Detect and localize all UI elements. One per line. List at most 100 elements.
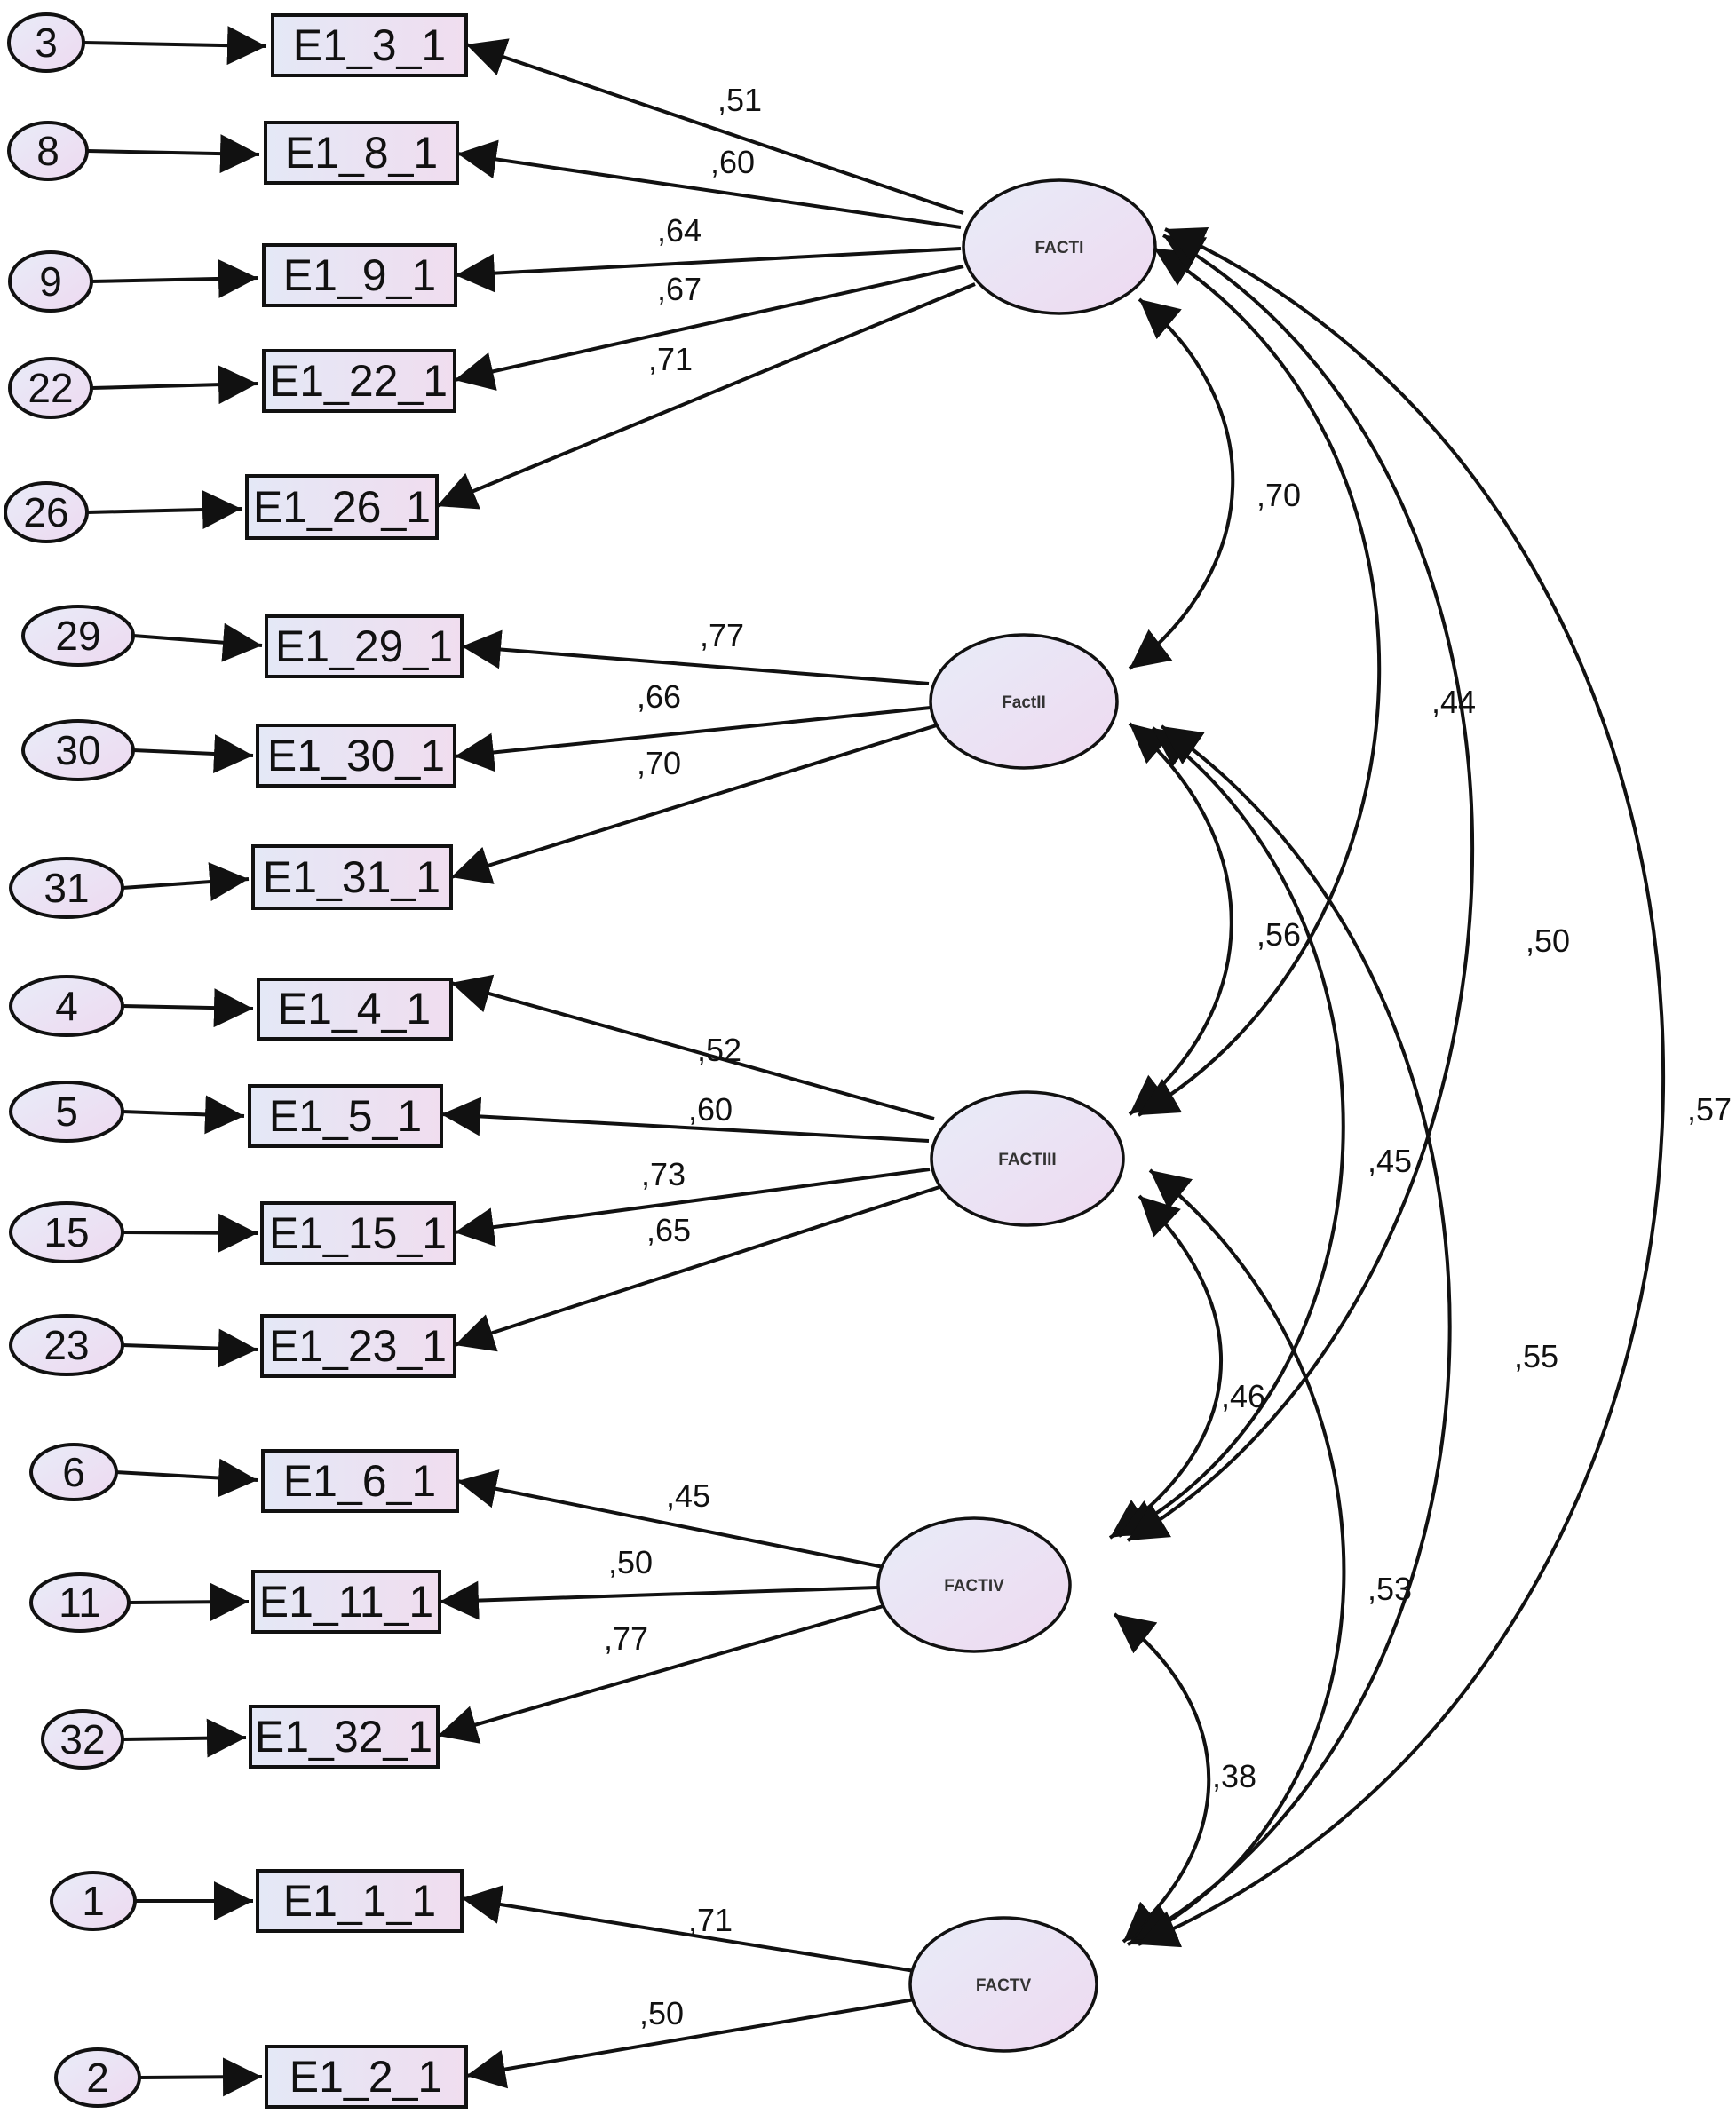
svg-text:4: 4 — [55, 983, 78, 1029]
svg-text:23: 23 — [44, 1322, 89, 1368]
error-term: 15 — [9, 1201, 124, 1263]
error-term: 6 — [29, 1443, 118, 1501]
indicator-box: E1_1_1 — [256, 1869, 464, 1933]
svg-text:8: 8 — [36, 128, 59, 174]
err-arrow — [83, 26, 267, 66]
svg-text:31: 31 — [44, 865, 89, 911]
load-arrow — [454, 265, 964, 391]
svg-text:22: 22 — [28, 365, 73, 411]
loading-value: ,60 — [688, 1091, 733, 1128]
err-arrow — [122, 1213, 258, 1253]
svg-text:E1_6_1: E1_6_1 — [283, 1456, 436, 1506]
load-arrow — [456, 139, 962, 229]
loading-value: ,50 — [639, 1995, 684, 2031]
error-term: 5 — [9, 1081, 124, 1143]
load-arrow — [465, 38, 964, 215]
err-arrow — [139, 2057, 263, 2097]
err-arrow — [86, 490, 242, 530]
error-term: 9 — [8, 250, 93, 313]
error-arrows — [83, 26, 267, 2097]
cov-4-5 — [1113, 1612, 1211, 1944]
error-term: 1 — [50, 1871, 137, 1931]
svg-text:E1_15_1: E1_15_1 — [269, 1208, 447, 1258]
factor-fact-iv: FACTIV — [876, 1516, 1072, 1653]
indicator-box: E1_11_1 — [251, 1570, 441, 1634]
err-arrow — [86, 134, 260, 174]
indicator-box: E1_3_1 — [271, 13, 468, 77]
covariance-paths — [1108, 227, 1666, 1948]
svg-text:9: 9 — [39, 258, 62, 305]
svg-text:15: 15 — [44, 1209, 89, 1255]
svg-text:E1_23_1: E1_23_1 — [269, 1321, 447, 1371]
loading-value: ,71 — [688, 1902, 733, 1938]
svg-text:E1_9_1: E1_9_1 — [283, 250, 436, 300]
error-term: 31 — [9, 857, 124, 919]
loading-value: ,64 — [657, 212, 702, 249]
load-arrow — [461, 1885, 916, 1973]
loading-value: ,45 — [666, 1477, 710, 1514]
loading-value: ,70 — [637, 745, 681, 781]
svg-text:E1_3_1: E1_3_1 — [293, 20, 446, 70]
load-arrow — [439, 1580, 878, 1620]
load-arrow — [437, 1603, 887, 1744]
load-arrow — [436, 282, 976, 510]
error-term: 30 — [21, 719, 135, 781]
cov-1-5 — [1138, 227, 1666, 1948]
cov-2-4 — [1118, 726, 1345, 1538]
svg-text:30: 30 — [55, 727, 100, 773]
load-arrow — [454, 1185, 940, 1352]
indicator-box: E1_32_1 — [249, 1705, 440, 1769]
err-arrow — [128, 1582, 250, 1622]
loading-arrows — [436, 38, 976, 2089]
indicator-box: E1_22_1 — [262, 349, 456, 413]
indicator-box: E1_30_1 — [256, 724, 456, 788]
err-arrow — [91, 365, 258, 405]
factor-fact-i: FACTI — [962, 178, 1157, 315]
svg-text:E1_32_1: E1_32_1 — [255, 1712, 432, 1762]
covariance-value: ,57 — [1687, 1091, 1732, 1128]
cov-3-5 — [1127, 1168, 1346, 1946]
loading-value: ,51 — [717, 82, 762, 118]
error-term: 22 — [8, 357, 93, 419]
svg-text:FACTV: FACTV — [976, 1976, 1032, 1995]
svg-text:32: 32 — [59, 1716, 105, 1762]
error-term: 29 — [21, 605, 135, 667]
load-arrow — [450, 723, 940, 884]
indicator-box: E1_23_1 — [260, 1314, 456, 1378]
indicator-box: E1_8_1 — [264, 121, 459, 185]
loading-labels: ,51 ,60 ,64 ,67 ,71 ,77 ,66 ,70 ,52 ,60 … — [604, 82, 762, 2031]
covariance-value: ,53 — [1367, 1571, 1412, 1607]
error-term: 23 — [9, 1314, 124, 1376]
cov-1-3 — [1137, 247, 1382, 1117]
loading-value: ,60 — [710, 144, 755, 180]
indicator-box: E1_4_1 — [257, 978, 453, 1041]
svg-text:E1_29_1: E1_29_1 — [275, 622, 453, 671]
indicator-box: E1_29_1 — [265, 614, 464, 678]
svg-text:29: 29 — [55, 613, 100, 659]
err-arrow — [91, 258, 258, 298]
err-arrow — [122, 1718, 247, 1758]
covariance-value: ,55 — [1514, 1338, 1558, 1374]
err-arrow — [122, 1095, 245, 1135]
cov-1-4 — [1126, 234, 1475, 1542]
svg-text:E1_11_1: E1_11_1 — [259, 1577, 433, 1627]
loading-value: ,67 — [657, 271, 702, 307]
load-arrow — [465, 1998, 916, 2089]
load-arrow — [455, 247, 962, 293]
error-term: 8 — [7, 121, 89, 181]
indicator-box: E1_5_1 — [248, 1084, 443, 1148]
svg-text:3: 3 — [35, 20, 58, 66]
covariance-value: ,38 — [1212, 1758, 1256, 1794]
svg-text:26: 26 — [23, 489, 68, 535]
indicators: E1_3_1 E1_8_1 E1_9_1 E1_22_1 E1_26_1 E1_… — [245, 13, 468, 2109]
err-arrow — [122, 988, 254, 1028]
svg-text:E1_1_1: E1_1_1 — [283, 1876, 436, 1926]
error-term: 3 — [7, 12, 85, 73]
svg-text:FACTIII: FACTIII — [998, 1151, 1056, 1169]
load-arrow — [461, 629, 930, 685]
indicator-box: E1_15_1 — [260, 1201, 456, 1265]
svg-text:FACTIV: FACTIV — [944, 1577, 1004, 1595]
indicator-box: E1_6_1 — [261, 1449, 459, 1513]
loading-value: ,73 — [641, 1156, 686, 1192]
